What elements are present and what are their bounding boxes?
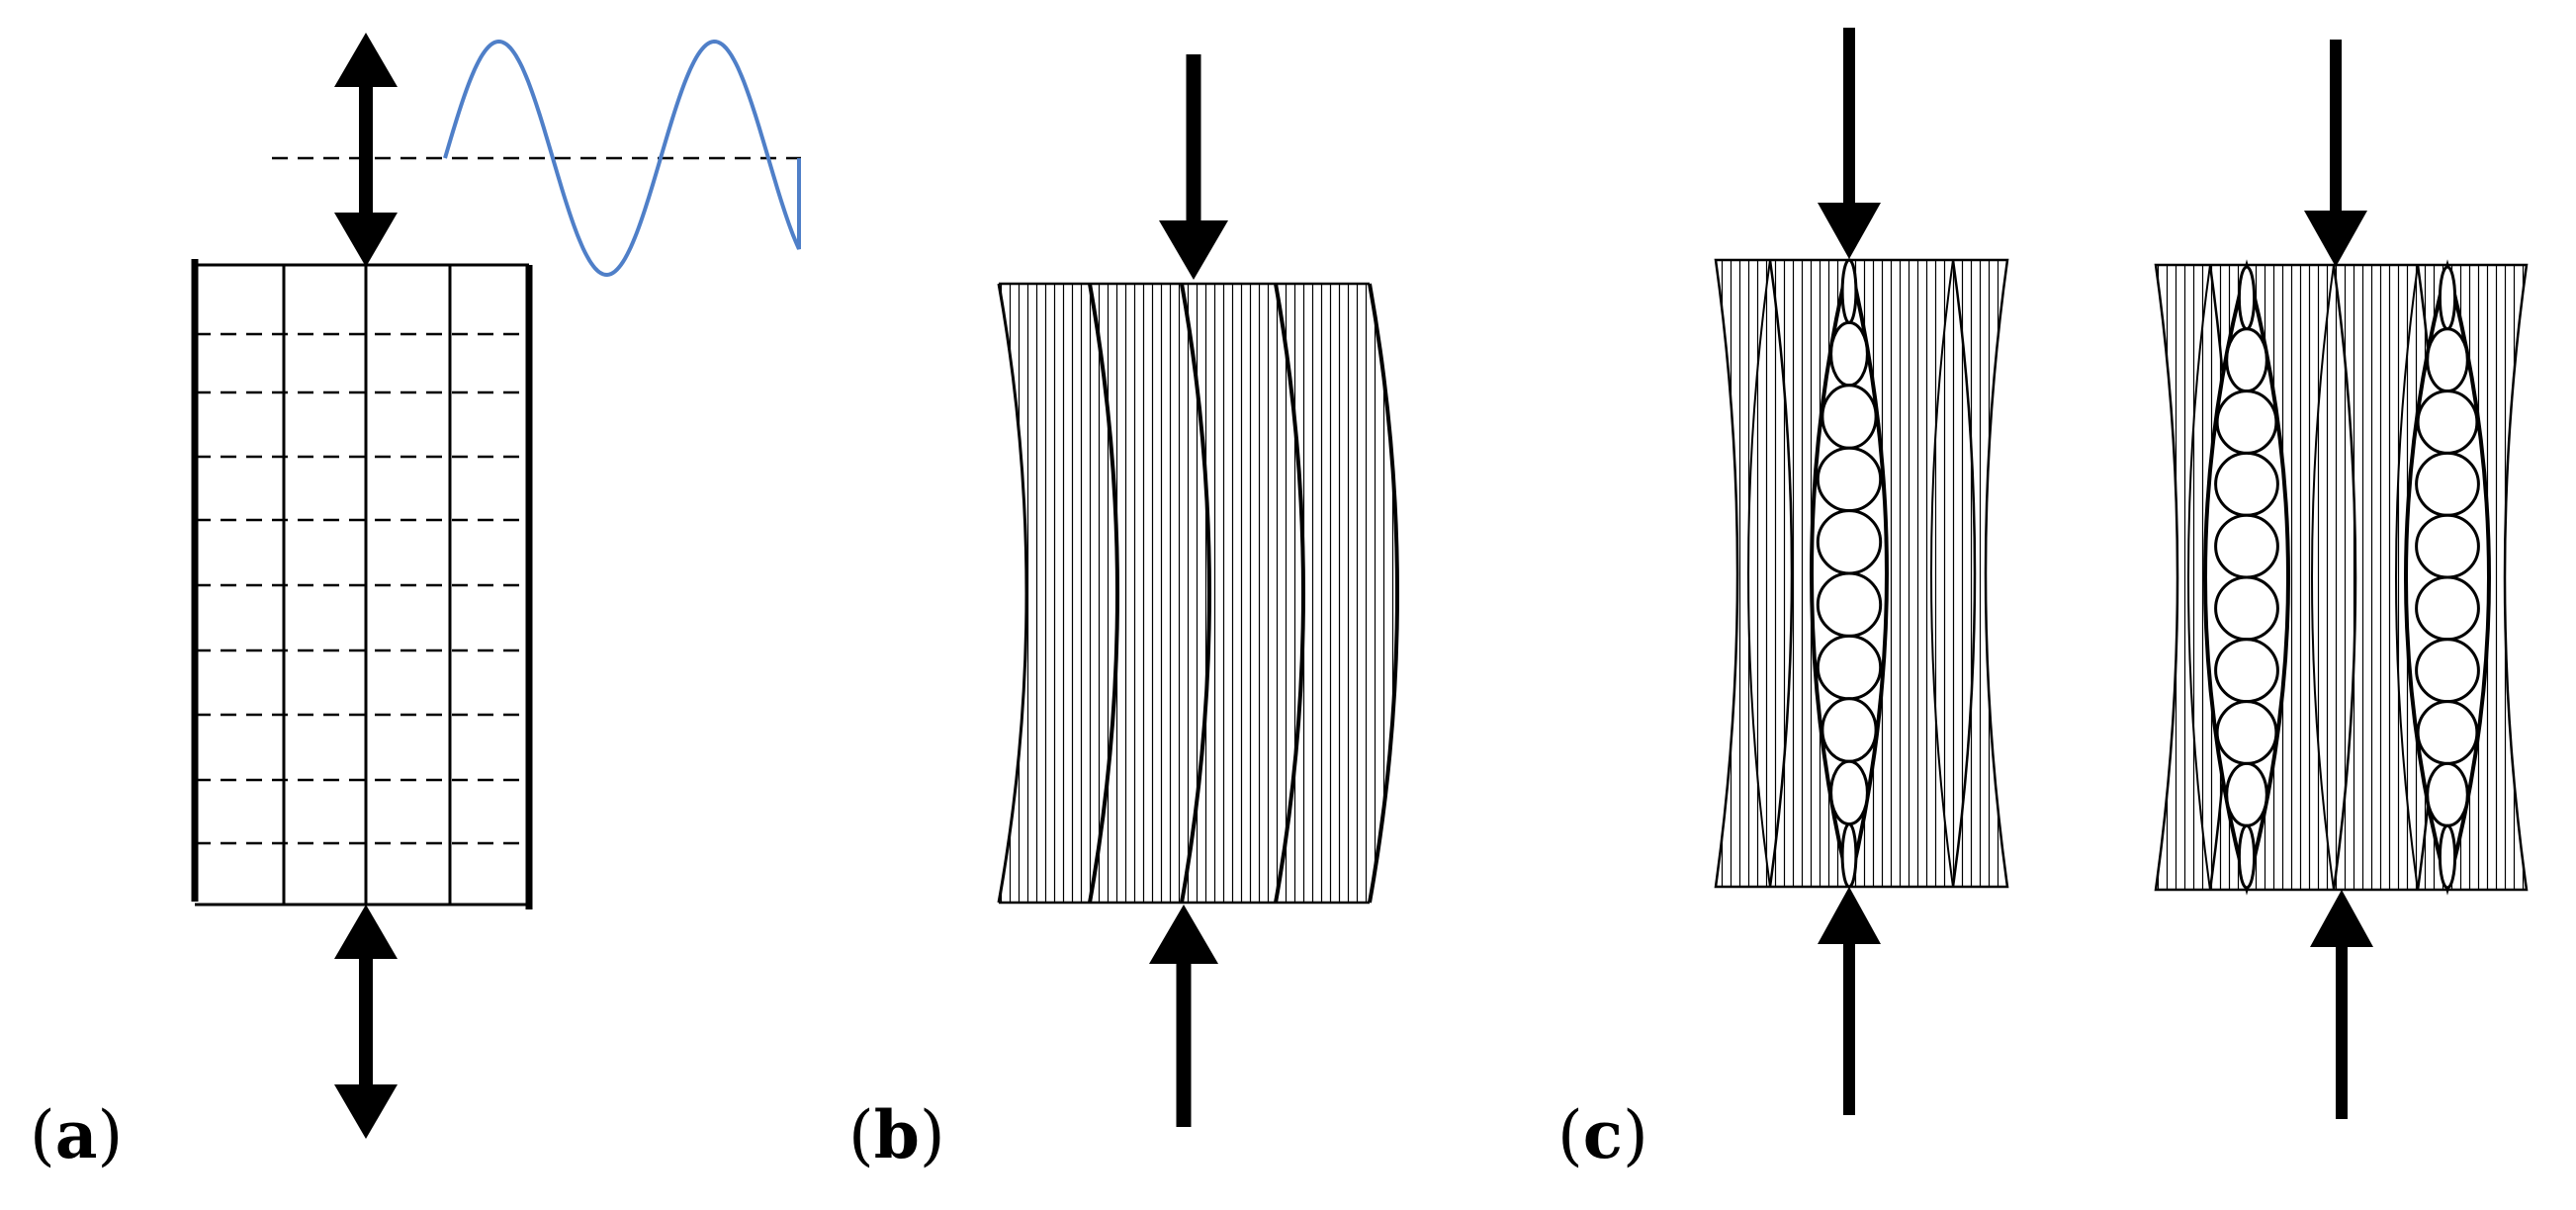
- panel-label-b: (b): [848, 1102, 945, 1168]
- bubble: [1816, 446, 1883, 513]
- cylinder-face: [1768, 259, 1794, 888]
- arrow-down-top: [1159, 54, 1228, 280]
- disk-face: [1180, 283, 1211, 904]
- label-open-paren: (: [848, 1097, 874, 1173]
- bubble: [2237, 265, 2257, 331]
- bubble: [2214, 638, 2279, 704]
- label-close-paren: ): [919, 1097, 945, 1173]
- cylinder-face: [1951, 259, 1977, 888]
- bubble: [2415, 638, 2480, 704]
- bubble: [2214, 513, 2279, 579]
- label-letter: a: [54, 1096, 98, 1173]
- bubble: [2438, 265, 2457, 331]
- cylinder-face: [2395, 264, 2419, 891]
- tendon-grid: [191, 259, 533, 909]
- cylinder-face: [2311, 264, 2335, 891]
- grid-dashed-lines: [195, 332, 529, 845]
- bubble: [2215, 389, 2278, 455]
- panel-label-a: (a): [30, 1102, 123, 1168]
- panel-c-left-damage-cluster: [1714, 28, 2009, 1115]
- double-arrow-top: [334, 33, 398, 267]
- label-close-paren: ): [1622, 1097, 1648, 1173]
- bubble: [1816, 509, 1883, 575]
- bubble: [2415, 451, 2480, 517]
- curved-disk-stack: [997, 282, 1399, 905]
- double-arrow-bottom: [334, 905, 398, 1139]
- label-letter: c: [1582, 1096, 1623, 1173]
- disk-face: [997, 283, 1028, 904]
- bubble: [2416, 700, 2479, 765]
- bubble: [2214, 575, 2279, 642]
- arrow-up-bottom: [1149, 905, 1218, 1127]
- label-letter: b: [873, 1096, 920, 1173]
- sine-wave: [443, 39, 801, 278]
- arrow-down-top: [2304, 40, 2367, 267]
- arrow-up-bottom: [1818, 887, 1881, 1115]
- panel-b-curved-disks: [997, 54, 1399, 1127]
- disk-face: [1088, 283, 1119, 904]
- panel-a-tendon-grid: [191, 33, 801, 1139]
- panel-c-right-damage-cluster: [2154, 40, 2529, 1119]
- bubble: [2225, 327, 2268, 393]
- bubble: [2426, 327, 2469, 393]
- bubble: [2415, 513, 2480, 579]
- bubble: [2215, 700, 2278, 765]
- bubble: [2426, 761, 2469, 827]
- cylinder-face: [2187, 264, 2211, 891]
- label-open-paren: (: [30, 1097, 55, 1173]
- disk-face: [1368, 283, 1399, 904]
- bubble: [1829, 320, 1869, 388]
- bubble: [2438, 823, 2457, 890]
- bubble: [1840, 822, 1858, 889]
- bubble: [1816, 571, 1883, 638]
- label-close-paren: ): [97, 1097, 124, 1173]
- cylinder-face: [1747, 259, 1771, 888]
- cylinder-face: [2332, 264, 2357, 891]
- bubble: [1821, 697, 1878, 763]
- disk-hatching: [999, 284, 1397, 903]
- cavity-with-bubbles: [1810, 258, 1889, 889]
- bubble: [1840, 258, 1858, 324]
- bubble: [2415, 575, 2480, 642]
- disk-face: [1274, 283, 1305, 904]
- label-open-paren: (: [1557, 1097, 1583, 1173]
- bubble: [1829, 759, 1869, 826]
- bubble: [2225, 761, 2268, 827]
- bubble: [1821, 384, 1878, 450]
- bubble: [2214, 451, 2279, 517]
- bubble: [2237, 823, 2257, 890]
- cavities-with-bubbles: [2203, 259, 2491, 896]
- arrow-up-bottom: [2310, 890, 2373, 1119]
- bubble: [1816, 634, 1883, 701]
- arrow-down-top: [1818, 28, 1881, 259]
- cylinder-face: [1930, 259, 1954, 888]
- bubble: [2416, 389, 2479, 455]
- panel-label-c: (c): [1557, 1102, 1648, 1168]
